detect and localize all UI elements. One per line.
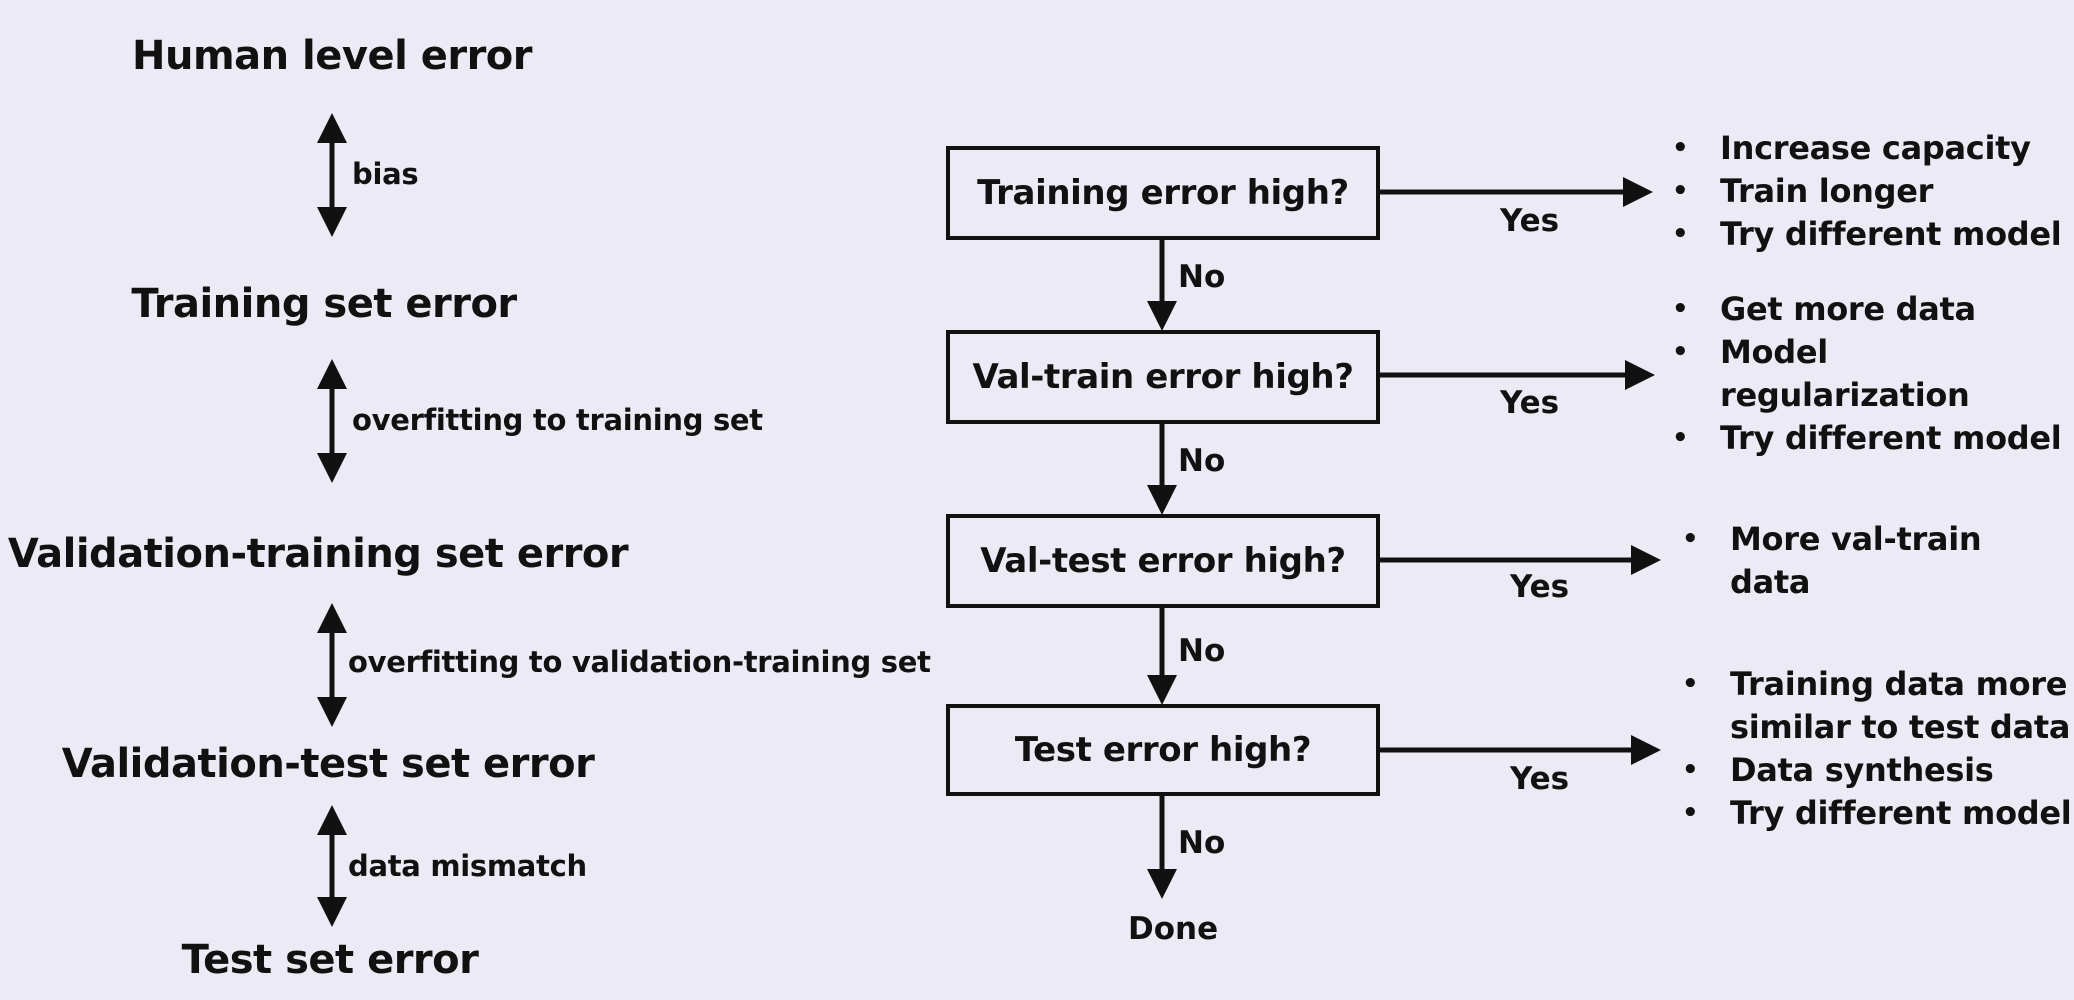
action-item: Data synthesis (1672, 749, 2071, 792)
level-validation-test: Validation-test set error (61, 741, 595, 787)
no-label-3: No (1178, 633, 1226, 669)
action-item: Training data more (1672, 663, 2071, 706)
gap-overfit-train: overfitting to training set (352, 403, 763, 437)
yes-label-3: Yes (1510, 569, 1570, 605)
action-item: data (1730, 563, 1811, 601)
no-label-2: No (1178, 443, 1226, 479)
level-test: Test set error (181, 937, 479, 983)
level-human: Human level error (132, 33, 533, 79)
actions-val-test-error: More val-train data (1672, 518, 1982, 604)
action-item: Try different model (1672, 792, 2072, 835)
yes-label-2: Yes (1500, 385, 1560, 421)
decision-training-error: Training error high? (946, 146, 1380, 240)
gap-data-mismatch: data mismatch (348, 849, 587, 883)
gap-overfit-val: overfitting to validation-training set (348, 645, 931, 679)
action-item: Model (1662, 331, 2061, 374)
action-item: Try different model (1662, 213, 2062, 256)
actions-training-error: Increase capacity Train longer Try diffe… (1662, 127, 2062, 256)
yes-label-4: Yes (1510, 761, 1570, 797)
decision-test-error: Test error high? (946, 704, 1380, 796)
no-label-4: No (1178, 825, 1226, 861)
action-item: Try different model (1662, 417, 2062, 460)
gap-bias: bias (352, 157, 419, 191)
decision-val-test-error: Val-test error high? (946, 514, 1380, 608)
level-validation-training: Validation-training set error (7, 531, 629, 577)
yes-label-1: Yes (1500, 203, 1560, 239)
action-item: similar to test data (1730, 708, 2071, 746)
action-item: regularization (1720, 376, 1970, 414)
actions-test-error: Training data more similar to test data … (1672, 663, 2072, 835)
no-label-1: No (1178, 259, 1226, 295)
level-training: Training set error (131, 281, 517, 327)
action-item: Get more data (1662, 288, 2061, 331)
done-label: Done (1128, 911, 1219, 947)
decision-val-train-error: Val-train error high? (946, 330, 1380, 424)
action-item: More val-train (1672, 518, 1982, 561)
action-item: Train longer (1662, 170, 2061, 213)
actions-val-train-error: Get more data Model regularization Try d… (1662, 288, 2062, 460)
action-item: Increase capacity (1662, 127, 2061, 170)
